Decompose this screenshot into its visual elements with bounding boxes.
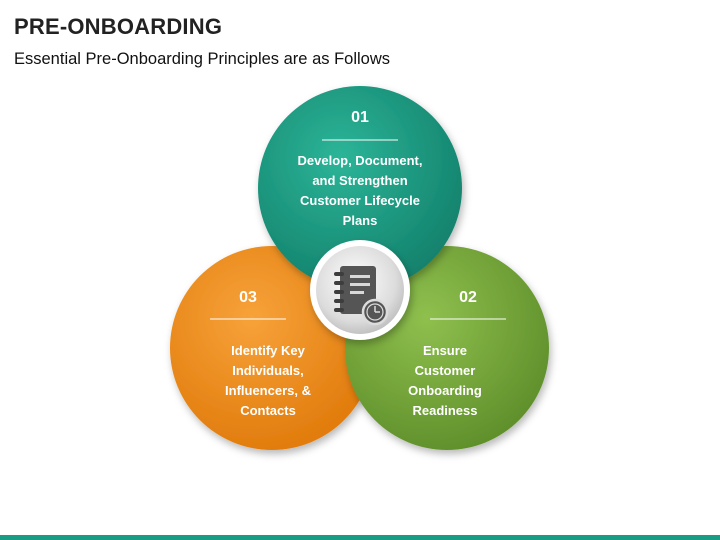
circle-03-line-3: Influencers, & (225, 383, 311, 398)
circle-03-line-1: Identify Key (231, 343, 305, 358)
circle-01-line-1: Develop, Document, (298, 153, 423, 168)
notebook-clock-icon (334, 266, 389, 326)
circle-01 (258, 86, 462, 290)
circle-03-line-4: Contacts (240, 403, 296, 418)
circle-03-line-2: Individuals, (232, 363, 304, 378)
center-badge (310, 240, 410, 340)
bottom-accent-bar (0, 535, 720, 540)
circle-01-line-3: Customer Lifecycle (300, 193, 420, 208)
circle-02-number: 02 (459, 289, 477, 306)
page-title: PRE-ONBOARDING (14, 14, 223, 39)
circle-01-line-2: and Strengthen (312, 173, 407, 188)
page-subtitle: Essential Pre-Onboarding Principles are … (14, 50, 391, 68)
circle-03-number: 03 (239, 289, 257, 306)
circle-01-shape (258, 86, 462, 290)
circle-02-line-2: Customer (415, 363, 476, 378)
circle-02-line-1: Ensure (423, 343, 467, 358)
circle-02-line-3: Onboarding (408, 383, 482, 398)
circle-01-line-4: Plans (343, 213, 378, 228)
circle-02-line-4: Readiness (412, 403, 477, 418)
circle-01-number: 01 (351, 109, 369, 126)
